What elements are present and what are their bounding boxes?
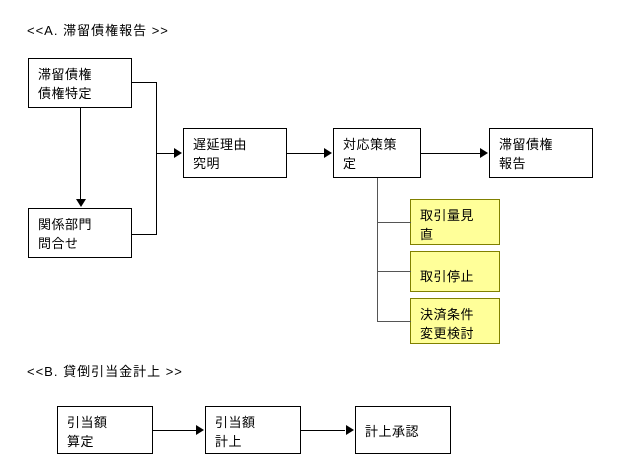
connector-tokutei-right: [132, 82, 156, 83]
arrowhead-keijou-to-shounin: [346, 425, 354, 435]
connector-merge-bus: [156, 82, 157, 235]
connector-tokutei-to-kankei: [80, 108, 81, 200]
arrowhead-santei-to-keijou: [196, 425, 204, 435]
node-kankei-bumon[interactable]: 関係部門 問合せ: [28, 208, 132, 258]
node-taiousaku-sakutei[interactable]: 対応策策 定: [333, 128, 421, 178]
arrowhead-tokutei-to-kankei: [76, 199, 86, 207]
node-hikiate-keijou[interactable]: 引当額 計上: [205, 406, 301, 454]
section-b-heading: <<B. 貸倒引当金計上 >>: [27, 364, 183, 379]
section-a-heading: <<A. 滞留債権報告 >>: [27, 23, 169, 38]
connector-chien-to-taiousaku: [287, 153, 325, 154]
connector-santei-to-keijou: [153, 430, 197, 431]
node-taiRyu-tokutei[interactable]: 滞留債権 債権特定: [28, 58, 132, 108]
arrowhead-bus-to-chien: [174, 148, 182, 158]
connector-keijou-to-shounin: [301, 430, 345, 431]
connector-branch-to-torihiki-teishi: [377, 271, 411, 272]
node-taiRyu-houkoku[interactable]: 滞留債権 報告: [489, 128, 593, 178]
arrowhead-chien-to-taiousaku: [324, 148, 332, 158]
node-keijou-shounin[interactable]: 計上承認: [355, 406, 451, 454]
arrowhead-taiousaku-to-houkoku: [480, 148, 488, 158]
node-kessai-jouken-henkou[interactable]: 決済条件 変更検討: [410, 298, 500, 344]
node-torihiki-teishi[interactable]: 取引停止: [410, 251, 500, 292]
connector-kankei-right: [132, 234, 156, 235]
connector-branch-to-kessai-jouken: [377, 321, 411, 322]
node-hikiate-santei[interactable]: 引当額 算定: [57, 406, 153, 454]
connector-bus-to-chien: [156, 153, 175, 154]
node-chien-riyuu[interactable]: 遅延理由 究明: [183, 128, 287, 178]
node-torihiki-ryou-minaoshi[interactable]: 取引量見 直: [410, 199, 500, 245]
connector-taiousaku-to-houkoku: [421, 153, 481, 154]
connector-branch-to-torihiki-ryou: [377, 222, 411, 223]
connector-action-branch-bus: [377, 178, 378, 322]
